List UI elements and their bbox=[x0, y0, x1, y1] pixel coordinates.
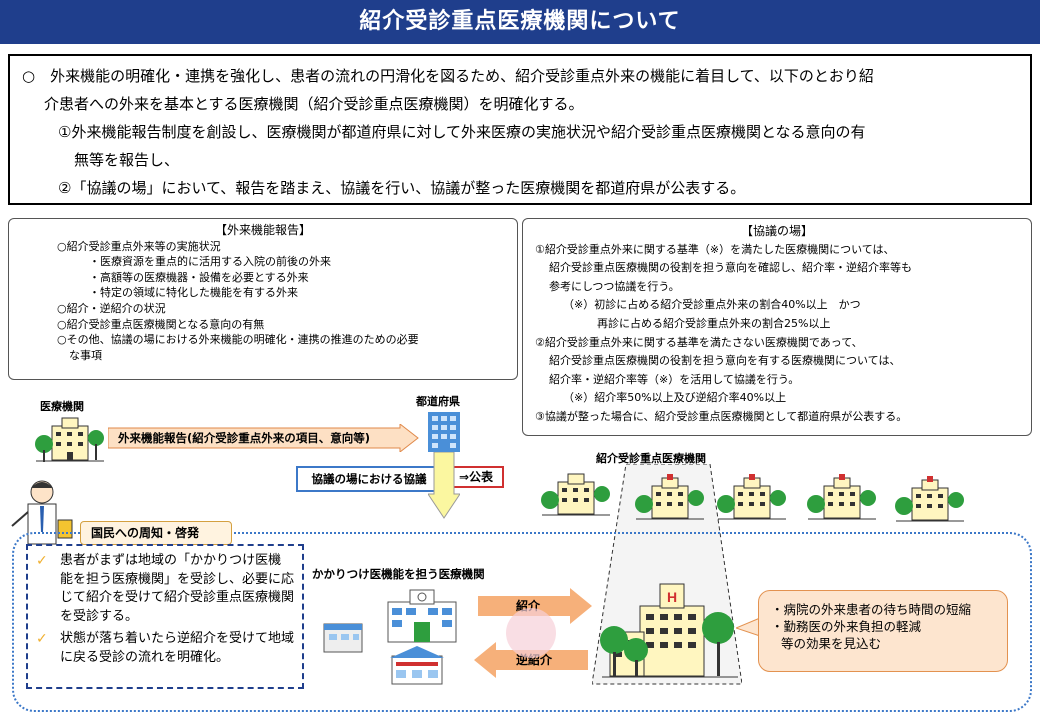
council-discussion-label: 協議の場における協議 bbox=[296, 466, 442, 492]
council-item: （※）初診に占める紹介受診重点外来の割合40%以上 かつ bbox=[563, 298, 861, 312]
outpatient-report-box: 【外来機能報告】 ○紹介受診重点外来等の実施状況 ・医療資源を重点的に活用する入… bbox=[8, 218, 518, 380]
council-item: 紹介受診重点医療機関の役割を担う意向を確認し、紹介率・逆紹介率等も bbox=[549, 261, 912, 275]
list-item-text: 患者がまずは地域の「かかりつけ医機能を担う医療機関」を受診し、必要に応じて紹介を… bbox=[60, 553, 295, 624]
clinic-icon bbox=[390, 646, 444, 685]
council-item: ②紹介受診重点外来に関する基準を満たさない医療機関であって、 bbox=[535, 335, 863, 349]
large-hospital-icon: H bbox=[600, 583, 738, 678]
summary-line: 介患者への外来を基本とする医療機関（紹介受診重点医療機関）を明確化する。 bbox=[44, 95, 584, 113]
check-icon: ✓ bbox=[36, 553, 48, 569]
clinic-icon bbox=[387, 589, 457, 643]
outpatient-report-heading: 【外来機能報告】 bbox=[214, 223, 311, 237]
presenter-figure-icon bbox=[11, 480, 73, 545]
hospital-icon bbox=[895, 476, 964, 522]
report-item: ・高額等の医療機器・設備を必要とする外来 bbox=[89, 270, 309, 284]
report-item: ・特定の領域に特化した機能を有する外来 bbox=[89, 286, 298, 300]
hospital-icon bbox=[807, 474, 876, 520]
page-title: 紹介受診重点医療機関について bbox=[0, 0, 1040, 44]
council-item: 紹介受診重点医療機関の役割を担う意向を有する医療機関については、 bbox=[549, 354, 901, 368]
blurred-figure bbox=[506, 608, 556, 658]
council-item: 紹介率・逆紹介率等（※）を活用して協議を行う。 bbox=[549, 372, 800, 386]
report-item: ・医療資源を重点的に活用する入院の前後の外来 bbox=[89, 255, 331, 269]
effect-item: ・病院の外来患者の待ち時間の短縮 bbox=[771, 602, 972, 617]
council-item: （※）紹介率50%以上及び逆紹介率40%以上 bbox=[563, 391, 787, 405]
summary-line: ①外来機能報告制度を創設し、医療機関が都道府県に対して外来医療の実施状況や紹介受… bbox=[58, 123, 866, 141]
council-box: 【協議の場】 ①紹介受診重点外来に関する基準（※）を満たした医療機関については、… bbox=[522, 218, 1032, 436]
list-item: ✓ 状態が落ち着いたら逆紹介を受けて地域に戻る受診の流れを明確化。 bbox=[36, 630, 295, 667]
effect-item: 等の効果を見込む bbox=[781, 636, 882, 651]
svg-text:H: H bbox=[667, 589, 677, 605]
hospital-icon bbox=[635, 474, 704, 520]
report-item: な事項 bbox=[69, 348, 102, 362]
report-item: ○紹介受診重点外来等の実施状況 bbox=[57, 239, 221, 253]
expected-effects-box: ・病院の外来患者の待ち時間の短縮 ・勤務医の外来負担の軽減 等の効果を見込む bbox=[758, 590, 1008, 672]
summary-line: ○ 外来機能の明確化・連携を強化し、患者の流れの円滑化を図るため、紹介受診重点外… bbox=[22, 67, 874, 85]
council-item: ③協議が整った場合に、紹介受診重点医療機関として都道府県が公表する。 bbox=[535, 409, 908, 423]
summary-box: ○ 外来機能の明確化・連携を強化し、患者の流れの円滑化を図るため、紹介受診重点外… bbox=[8, 54, 1032, 205]
hospital-icon bbox=[35, 417, 104, 462]
clinic-icon bbox=[323, 623, 363, 653]
list-item-text: 状態が落ち着いたら逆紹介を受けて地域に戻る受診の流れを明確化。 bbox=[60, 631, 295, 665]
referral-arrow bbox=[478, 588, 592, 624]
public-awareness-panel bbox=[12, 532, 1032, 712]
effect-item: ・勤務医の外来負担の軽減 bbox=[771, 619, 922, 634]
report-arrow bbox=[108, 424, 419, 452]
report-item: ○紹介受診重点医療機関となる意向の有無 bbox=[57, 317, 265, 331]
summary-line: 無等を報告し、 bbox=[74, 151, 180, 169]
report-arrow-label: 外来機能報告(紹介受診重点外来の項目、意向等) bbox=[118, 431, 371, 445]
list-item: ✓ 患者がまずは地域の「かかりつけ医機能を担う医療機関」を受診し、必要に応じて紹介… bbox=[36, 552, 295, 626]
report-item: ○紹介・逆紹介の状況 bbox=[57, 301, 166, 315]
hospital-icon bbox=[717, 474, 786, 520]
report-item: ○その他、協議の場における外来機能の明確化・連携の推進のための必要 bbox=[57, 333, 419, 347]
down-arrow bbox=[428, 452, 460, 519]
summary-line: ②「協議の場」において、報告を踏まえ、協議を行い、協議が整った医療機関を都道府県… bbox=[58, 179, 746, 197]
reverse-referral-arrow bbox=[474, 642, 588, 678]
council-item: 参考にしつつ協議を行う。 bbox=[549, 279, 680, 293]
key-institutions-label: 紹介受診重点医療機関 bbox=[596, 452, 706, 465]
council-item: ①紹介受診重点外来に関する基準（※）を満たした医療機関については、 bbox=[535, 242, 895, 256]
check-icon: ✓ bbox=[36, 631, 48, 647]
council-heading: 【協議の場】 bbox=[740, 224, 813, 238]
prefecture-building-icon bbox=[428, 412, 460, 452]
public-awareness-label: 国民への周知・啓発 bbox=[80, 521, 232, 545]
family-doctor-label: かかりつけ医機能を担う医療機関 bbox=[312, 567, 485, 581]
medical-institution-label: 医療機関 bbox=[40, 400, 84, 413]
council-item: 再診に占める紹介受診重点外来の割合25%以上 bbox=[597, 316, 831, 330]
hospital-icon bbox=[541, 473, 610, 516]
prefecture-label: 都道府県 bbox=[416, 395, 460, 408]
patient-flow-box: ✓ 患者がまずは地域の「かかりつけ医機能を担う医療機関」を受診し、必要に応じて紹介… bbox=[26, 544, 304, 689]
